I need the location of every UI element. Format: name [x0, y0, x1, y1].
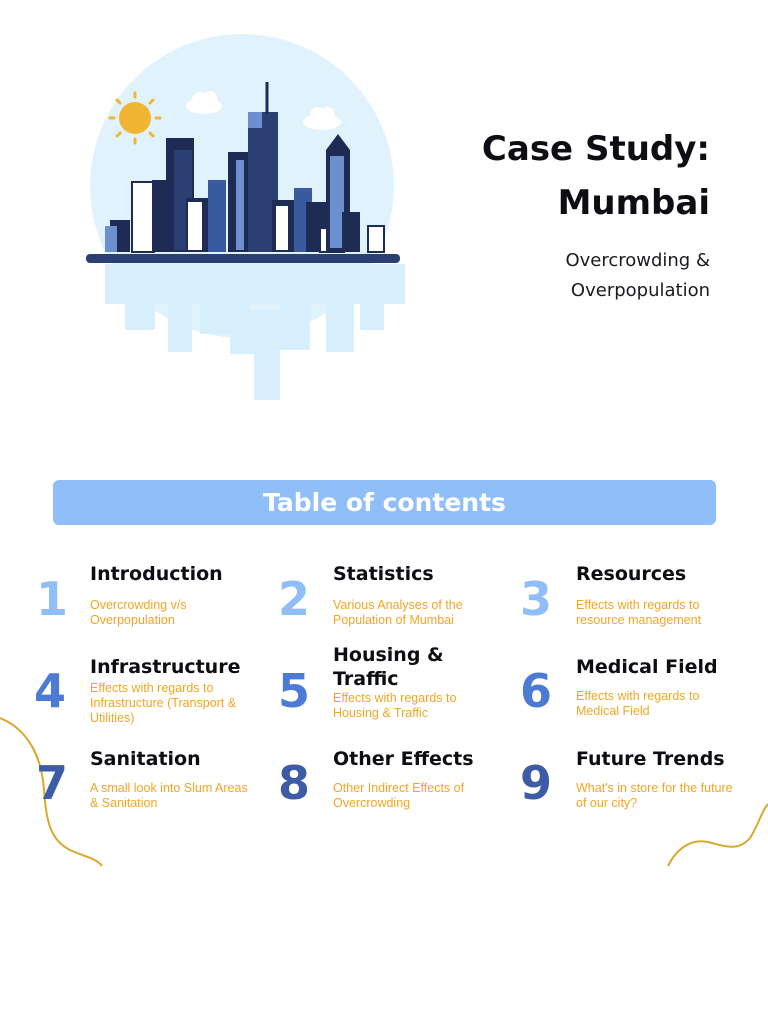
toc-item-title: Statistics [333, 563, 434, 585]
subtitle-line: Overcrowding & [565, 250, 710, 271]
toc-item-title: Future Trends [576, 748, 725, 770]
toc-heading-bar: Table of contents [53, 480, 716, 525]
page-subtitle: Overcrowding & Overpopulation [482, 246, 710, 306]
toc-item-desc: A small look into Slum Areas& Sanitation [90, 781, 248, 810]
toc-heading: Table of contents [263, 488, 506, 517]
toc-item-title: Resources [576, 563, 687, 585]
title-line: Mumbai [557, 183, 710, 223]
right-curve [667, 803, 768, 867]
toc-number: 7 [36, 756, 69, 810]
toc-number: 2 [278, 572, 311, 626]
city-skyline-icon [105, 82, 385, 253]
toc-number: 3 [520, 572, 553, 626]
toc-item-housing-traffic[interactable]: Housing &Traffic Effects with regards to… [333, 643, 523, 721]
sun-icon [108, 91, 162, 145]
city-reflection [105, 264, 405, 400]
toc-item-title: Sanitation [90, 748, 201, 770]
title-block: Case Study: Mumbai Overcrowding & Overpo… [482, 122, 710, 306]
toc-item-future-trends[interactable]: Future Trends What's in store for the fu… [576, 747, 766, 811]
city-illustration [86, 34, 405, 400]
toc-item-title: Other Effects [333, 748, 474, 770]
subtitle-line: Overpopulation [570, 280, 710, 301]
page-title: Case Study: Mumbai [482, 122, 710, 230]
toc-item-title: Housing &Traffic [333, 644, 444, 690]
toc-item-sanitation[interactable]: Sanitation A small look into Slum Areas&… [90, 747, 280, 811]
toc-item-title: Medical Field [576, 656, 718, 678]
toc-number: 4 [34, 664, 67, 718]
toc-number: 6 [520, 664, 553, 718]
toc-number: 5 [278, 664, 311, 718]
toc-number: 8 [278, 756, 311, 810]
cloud-icon [186, 91, 341, 130]
left-curve [0, 717, 103, 867]
toc-number: 9 [520, 756, 553, 810]
ground-platform [86, 254, 400, 263]
title-line: Case Study: [481, 129, 710, 169]
toc-item-title: Introduction [90, 563, 223, 585]
toc-item-title: Infrastructure [90, 656, 241, 678]
toc-number: 1 [36, 572, 69, 626]
